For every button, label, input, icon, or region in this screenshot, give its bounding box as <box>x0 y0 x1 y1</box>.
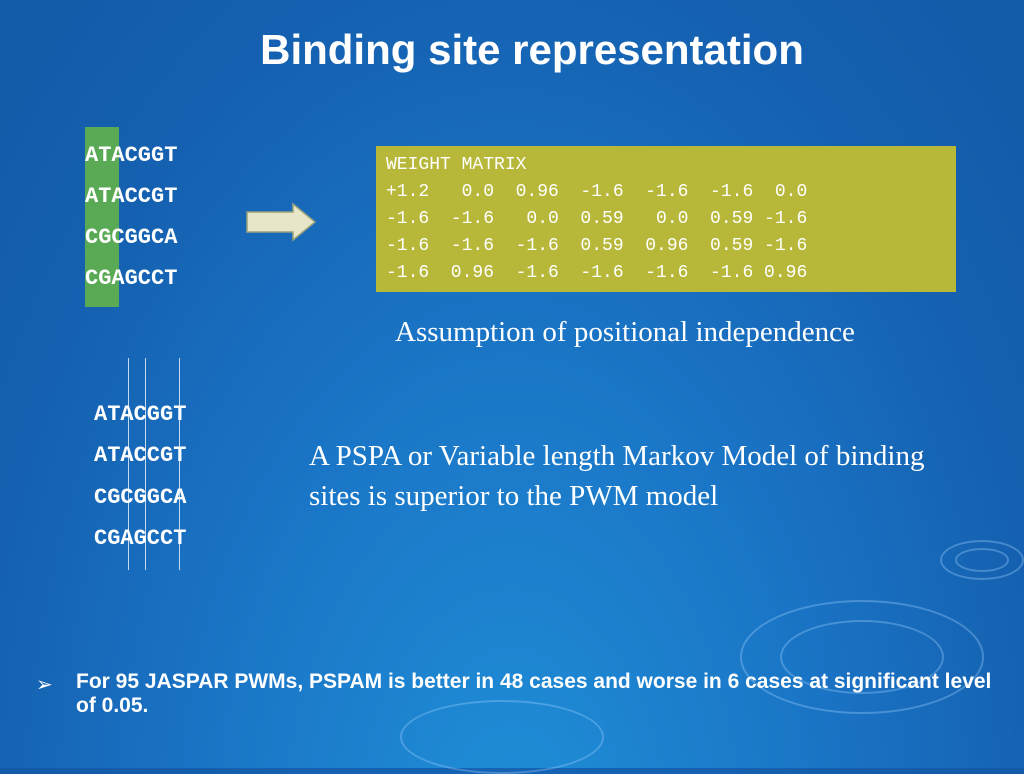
sequence-item: ATACCGT <box>94 443 187 468</box>
weight-matrix-row: +1.2 0.0 0.96 -1.6 -1.6 -1.6 0.0 <box>386 182 808 202</box>
sequence-item: ATACCGT <box>85 184 178 209</box>
bullet-text: For 95 JASPAR PWMs, PSPAM is better in 4… <box>76 670 992 717</box>
weight-matrix-row: -1.6 -1.6 0.0 0.59 0.0 0.59 -1.6 <box>386 209 808 229</box>
sequence-item: CGCGGCA <box>94 485 187 510</box>
sequence-item: ATACGGT <box>85 143 178 168</box>
ripple-decoration <box>740 600 984 714</box>
slide-title: Binding site representation <box>260 26 804 73</box>
column-highlight <box>85 127 119 307</box>
sequence-item: ATACGGT <box>94 402 187 427</box>
caption-pspa: A PSPA or Variable length Markov Model o… <box>309 440 925 512</box>
weight-matrix-box: WEIGHT MATRIX +1.2 0.0 0.96 -1.6 -1.6 -1.… <box>376 146 956 292</box>
sequence-item: CGAGCCT <box>94 526 187 551</box>
weight-matrix-row: -1.6 -1.6 -1.6 0.59 0.96 0.59 -1.6 <box>386 236 808 256</box>
ripple-decoration <box>955 548 1009 572</box>
arrow-bullet-icon: ➢ <box>36 674 53 696</box>
ripple-decoration <box>940 540 1024 580</box>
column-divider-line <box>179 358 180 570</box>
caption-independence: Assumption of positional independence <box>395 316 855 348</box>
weight-matrix-row: -1.6 0.96 -1.6 -1.6 -1.6 -1.6 0.96 <box>386 263 808 283</box>
column-divider-line <box>128 358 129 570</box>
weight-matrix-header: WEIGHT MATRIX <box>386 155 527 175</box>
sequence-item: CGAGCCT <box>85 266 178 291</box>
sequence-item: CGCGGCA <box>85 225 178 250</box>
right-arrow-icon <box>246 202 317 242</box>
ripple-decoration <box>780 620 944 694</box>
column-divider-line <box>145 358 146 570</box>
